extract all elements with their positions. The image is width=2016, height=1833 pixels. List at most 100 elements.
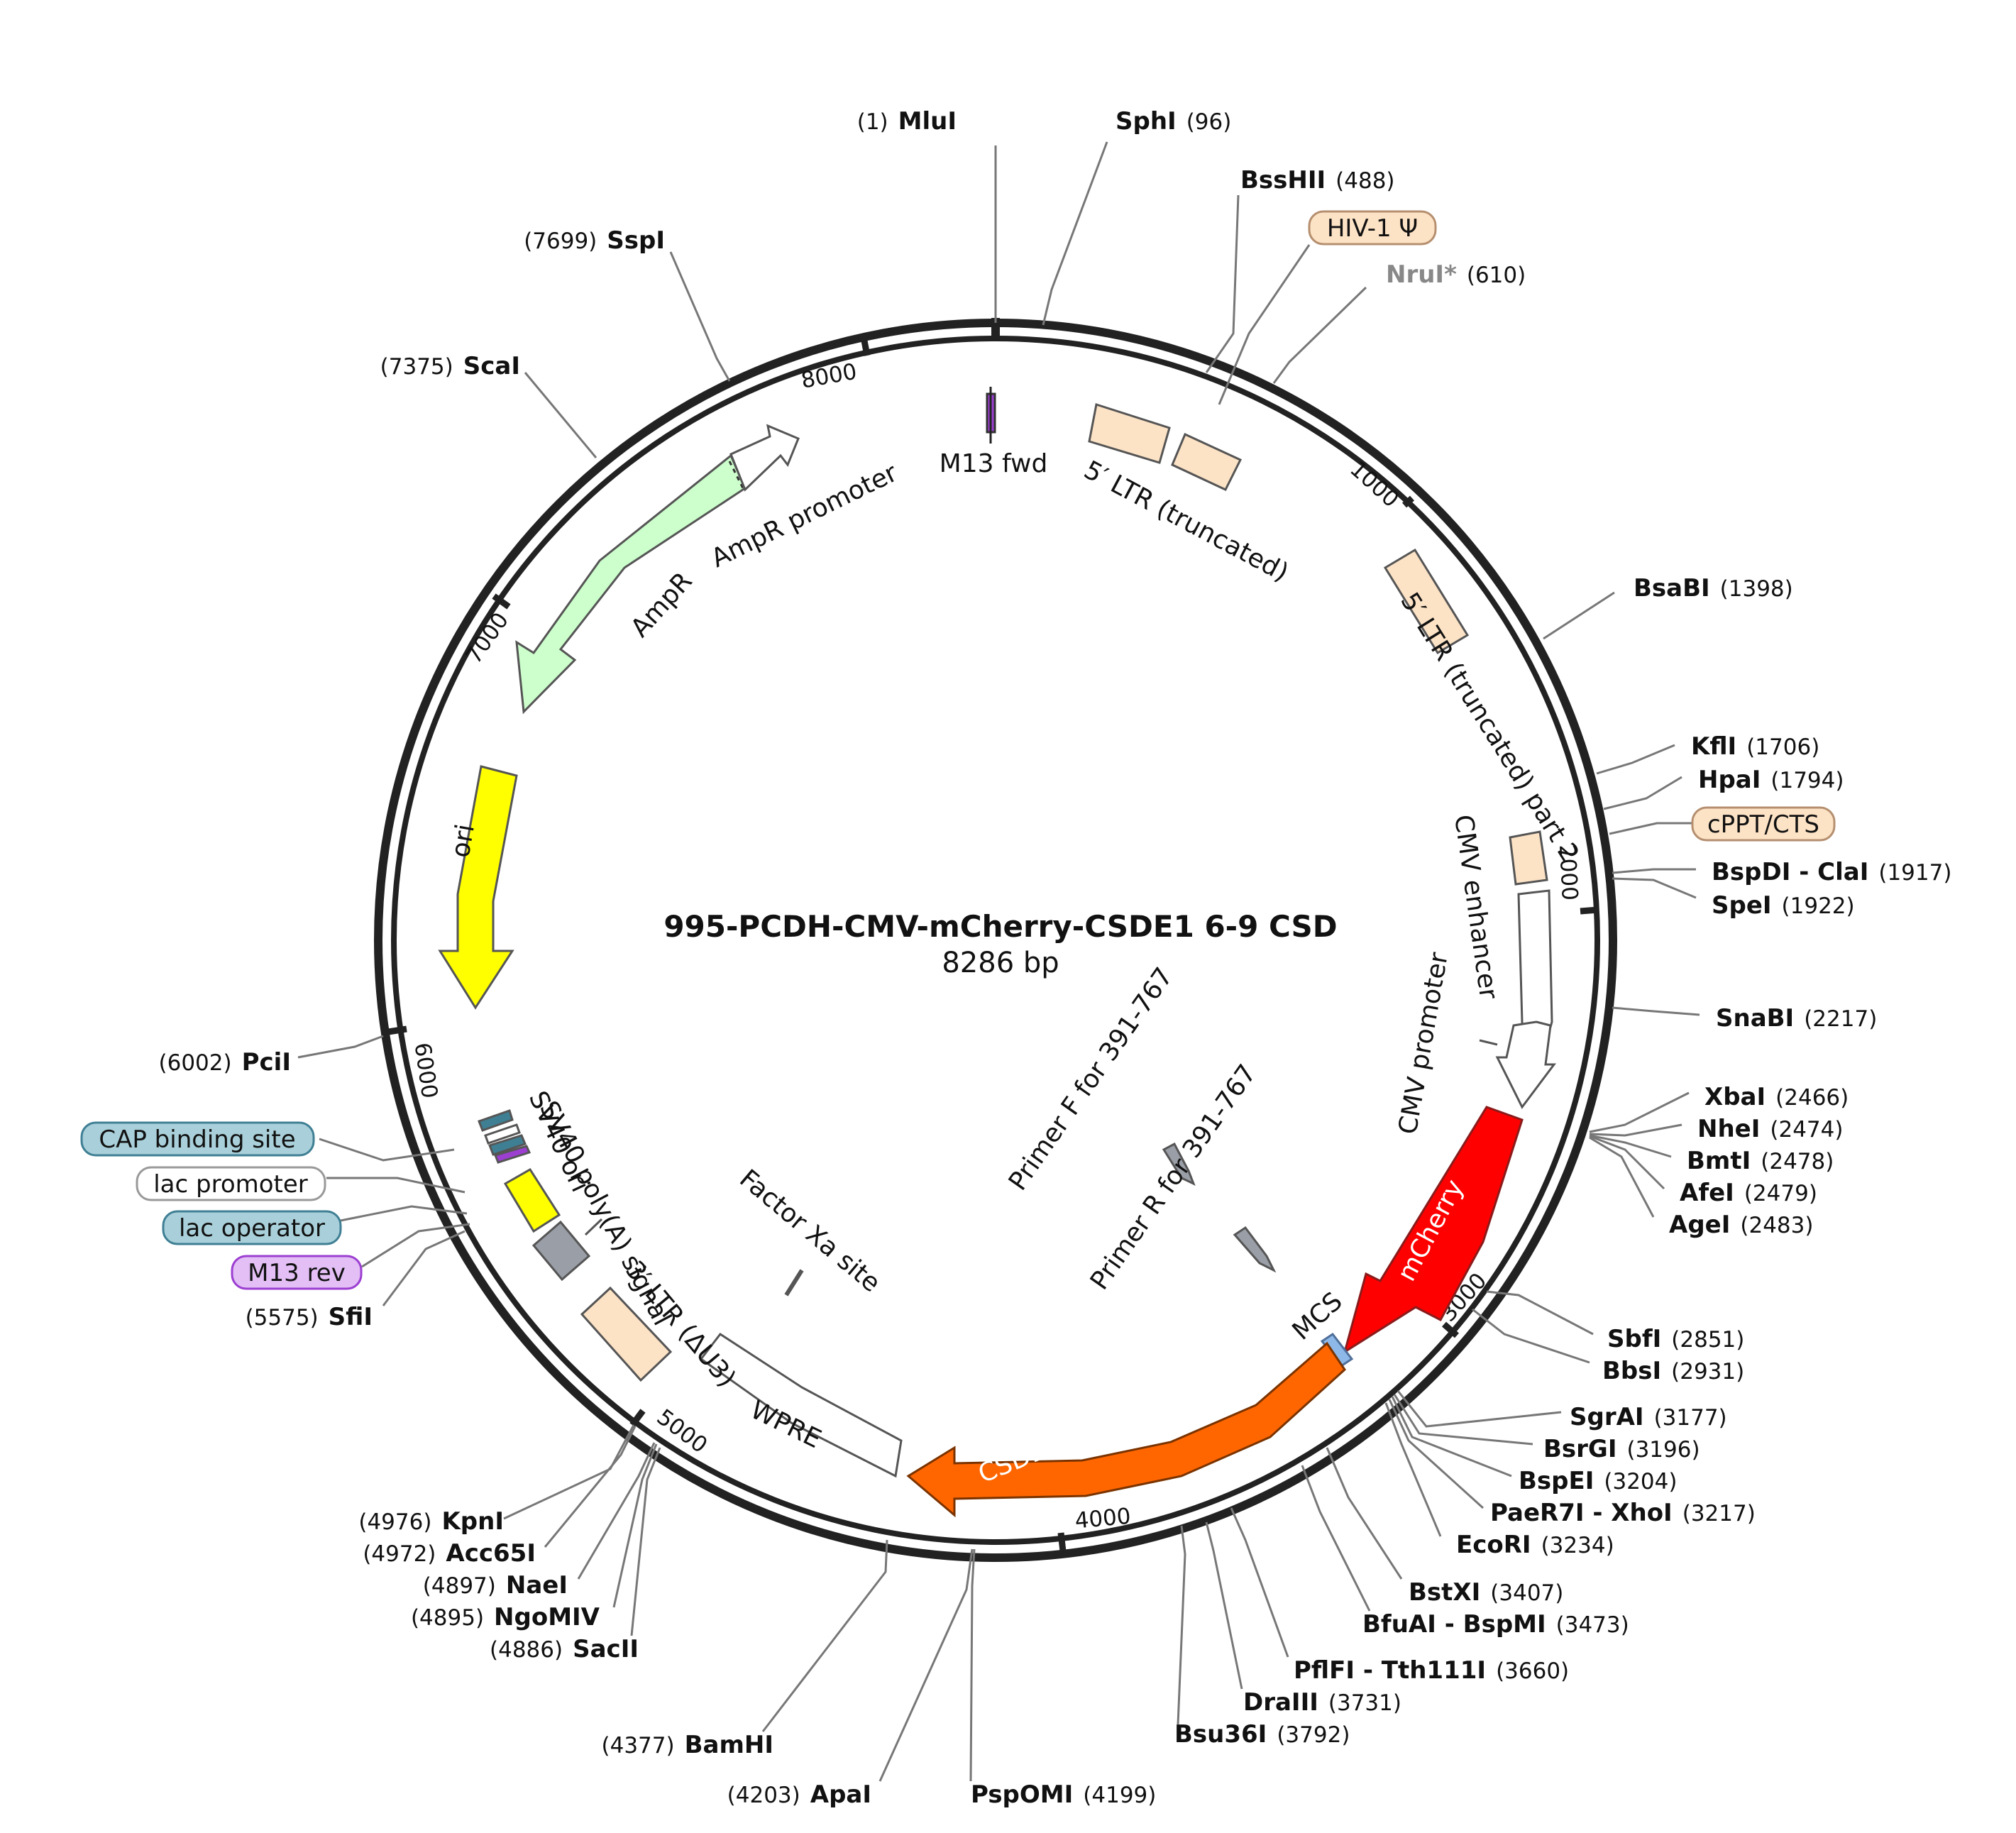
- site-sfii: (5575)SfiI: [246, 1303, 373, 1331]
- leader-bspmi: [1301, 1465, 1371, 1612]
- svg-text:Primer F for 391-767: Primer F for 391-767: [1003, 962, 1179, 1196]
- feature-mcherry: mCherry: [1343, 1106, 1524, 1355]
- box-cap-binding-site: CAP binding site: [80, 1121, 315, 1157]
- svg-text:HIV-1 Ψ: HIV-1 Ψ: [1327, 214, 1418, 243]
- site-mlui: (1)MluI: [857, 107, 957, 136]
- site-xbai: XbaI(2466): [1704, 1083, 1849, 1111]
- site-naei: (4897)NaeI: [423, 1571, 568, 1600]
- svg-text:CMV enhancer: CMV enhancer: [1448, 813, 1503, 1001]
- site-sphi: SphI(96): [1116, 107, 1231, 136]
- svg-text:M13 rev: M13 rev: [248, 1259, 346, 1287]
- leader-hpai: [1603, 776, 1682, 810]
- leader-bbsi: [1472, 1308, 1590, 1364]
- site-ecori: EcoRI(3234): [1456, 1531, 1614, 1559]
- leader-acc65i: [544, 1426, 637, 1548]
- plasmid-size: 8286 bp: [942, 947, 1059, 979]
- site-kpni: (4976)KpnI: [358, 1507, 504, 1536]
- site-snabi: SnaBI(2217): [1716, 1004, 1877, 1033]
- site-nhei: NheI(2474): [1697, 1115, 1843, 1143]
- site-tth111i: PflFI - Tth111I(3660): [1294, 1656, 1569, 1685]
- leader-xhoi: [1388, 1399, 1485, 1509]
- site-bamhi: (4377)BamHI: [602, 1731, 774, 1759]
- site-bsu36i: Bsu36I(3792): [1174, 1720, 1350, 1749]
- leader-sspi: [669, 251, 731, 382]
- leader-pcii: [297, 1035, 384, 1059]
- tick-label-2000: 2000: [1554, 844, 1582, 901]
- tick-5000: [629, 1409, 646, 1427]
- feature-m13-fwd: M13 fwd: [940, 387, 1047, 478]
- site-bsshii: BssHII(488): [1240, 166, 1395, 194]
- site-acc65i: (4972)Acc65I: [363, 1539, 536, 1568]
- box-hiv1-psi: HIV-1 Ψ: [1308, 210, 1437, 246]
- site-sspi: (7699)SspI: [524, 226, 665, 255]
- leader-bmti: [1589, 1134, 1672, 1158]
- leader-kpni: [503, 1424, 635, 1520]
- leader-agei: [1589, 1136, 1655, 1218]
- site-bsabi: BsaBI(1398): [1634, 574, 1793, 602]
- leader-spei: [1612, 877, 1697, 899]
- site-sacii: (4886)SacII: [490, 1635, 639, 1663]
- leader-nhei: [1589, 1123, 1682, 1137]
- leader-xbai: [1589, 1091, 1690, 1133]
- site-labels: (1)MluI SphI(96) BssHII(488) NruI*(610) …: [159, 107, 1952, 1809]
- tick-2000: [1580, 906, 1599, 915]
- leader-cppt: [1609, 822, 1692, 835]
- feature-sv40-ori: SV40 ori: [503, 1086, 595, 1233]
- box-lac-promoter: lac promoter: [136, 1166, 326, 1201]
- leader-snabi: [1612, 1006, 1700, 1016]
- site-xhoi: PaeR7I - XhoI(3217): [1490, 1499, 1756, 1527]
- leader-bamhi: [761, 1539, 888, 1732]
- site-pcii: (6002)PciI: [159, 1048, 291, 1077]
- leader-draiii: [1205, 1521, 1243, 1690]
- site-clai: BspDI - ClaI(1917): [1712, 858, 1951, 886]
- plasmid-title-block: 995-PCDH-CMV-mCherry-CSDE1 6-9 CSD 8286 …: [663, 909, 1337, 979]
- leader-bsrgi: [1393, 1394, 1533, 1446]
- leader-cap: [319, 1138, 455, 1162]
- leader-hiv1psi: [1218, 244, 1311, 405]
- box-m13-rev: M13 rev: [231, 1255, 363, 1290]
- site-afei: AfeI(2479): [1680, 1179, 1817, 1207]
- site-sbfi: SbfI(2851): [1607, 1325, 1744, 1353]
- svg-text:CAP binding site: CAP binding site: [99, 1125, 295, 1154]
- tick-label-5000: 5000: [652, 1404, 712, 1458]
- backbone-inner-ring: [391, 336, 1600, 1545]
- site-bsrgi: BsrGI(3196): [1543, 1435, 1700, 1463]
- leader-pspomi: [969, 1548, 976, 1782]
- leader-bstxi: [1326, 1447, 1403, 1580]
- leader-clai: [1612, 868, 1696, 874]
- box-cppt-cts: cPPT/CTS: [1691, 806, 1836, 842]
- leader-sgrai: [1397, 1390, 1562, 1428]
- svg-text:CMV promoter: CMV promoter: [1393, 950, 1453, 1137]
- feature-wpre: WPRE: [699, 1332, 903, 1478]
- tick-label-8000: 8000: [799, 359, 859, 394]
- leader-lacop: [340, 1205, 468, 1222]
- site-hpai: HpaI(1794): [1698, 766, 1844, 794]
- svg-text:MCS: MCS: [1287, 1287, 1348, 1345]
- site-bmti: BmtI(2478): [1687, 1147, 1834, 1175]
- feature-cppt-cts: [1509, 830, 1548, 886]
- tick-8000: [860, 336, 871, 356]
- feature-ampr: AmpR: [515, 453, 747, 715]
- site-pspomi: PspOMI(4199): [971, 1780, 1156, 1809]
- svg-text:Factor Xa site: Factor Xa site: [734, 1164, 886, 1298]
- leader-bspei: [1391, 1396, 1512, 1477]
- site-bbsi: BbsI(2931): [1602, 1357, 1744, 1385]
- feature-5-ltr: 5′ LTR (truncated): [1079, 403, 1294, 588]
- tick-1000: [1401, 495, 1415, 508]
- leader-scai: [524, 372, 597, 458]
- leader-afei: [1589, 1135, 1665, 1190]
- feature-rre: 5′ LTR (truncated) part 2: [1383, 548, 1585, 867]
- site-bstxi: BstXI(3407): [1409, 1578, 1563, 1607]
- tick-label-4000: 4000: [1074, 1504, 1132, 1534]
- box-lac-operator: lac operator: [162, 1210, 342, 1245]
- svg-text:cPPT/CTS: cPPT/CTS: [1707, 810, 1819, 839]
- site-agei: AgeI(2483): [1669, 1211, 1813, 1239]
- leader-lacprom: [326, 1177, 466, 1194]
- svg-text:Primer R for 391-767: Primer R for 391-767: [1085, 1059, 1262, 1295]
- svg-text:5′ LTR (truncated): 5′ LTR (truncated): [1079, 456, 1294, 588]
- site-scai: (7375)ScaI: [380, 352, 520, 380]
- site-kfli: KflI(1706): [1691, 732, 1819, 761]
- leader-bsabi: [1543, 591, 1615, 640]
- plasmid-title: 995-PCDH-CMV-mCherry-CSDE1 6-9 CSD: [663, 909, 1337, 944]
- feature-small-marks: [478, 1109, 531, 1164]
